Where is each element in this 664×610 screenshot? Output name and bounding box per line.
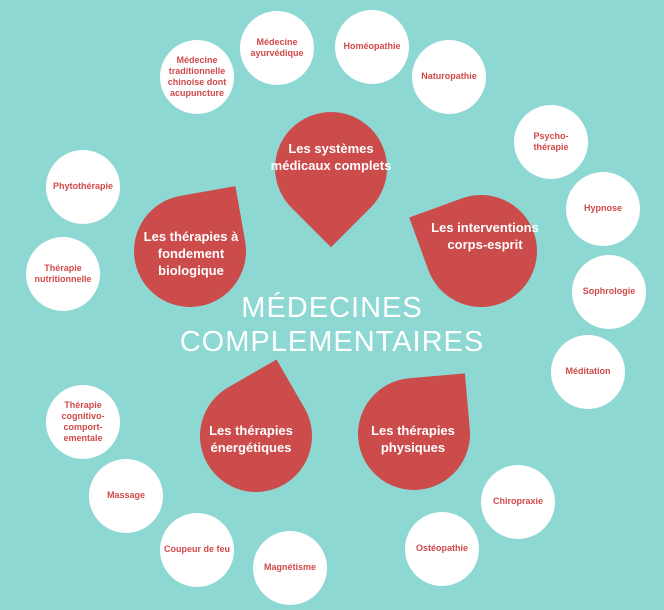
category-systemes: Les systèmes médicaux complets [270, 141, 392, 173]
practice-label: Phytothérapie [52, 181, 113, 192]
practice-label: Coupeur de feu [164, 544, 231, 555]
practice-circle: Hypnose [566, 172, 640, 246]
practice-label: Médecine ayurvédique [250, 36, 304, 58]
practice-circle: Magnétisme [253, 531, 327, 605]
practice-label: Sophrologie [582, 286, 636, 297]
practice-label: Hypnose [583, 203, 622, 214]
practice-circle: Thérapie nutritionnelle [26, 237, 100, 311]
practice-circle: Médecine traditionnelle chinoise dont ac… [160, 40, 234, 114]
practice-circle: Massage [89, 459, 163, 533]
practice-circle: Thérapie cognitivo-comport-ementale [46, 385, 120, 459]
practice-circle: Méditation [551, 335, 625, 409]
practice-label: Médecine traditionnelle chinoise dont ac… [167, 54, 227, 99]
practice-label: Massage [106, 490, 146, 501]
title-line-2: COMPLEMENTAIRES [179, 326, 485, 358]
practice-label: Magnétisme [263, 562, 316, 573]
practice-circle: Psycho-thérapie [514, 105, 588, 179]
practice-label: Thérapie nutritionnelle [34, 262, 92, 284]
practice-label: Ostéopathie [415, 543, 468, 554]
category-energetiques: Les thérapies énergétiques [209, 423, 293, 455]
practice-label: Méditation [565, 366, 611, 377]
practice-label: Homéopathie [343, 41, 401, 52]
practice-circle: Chiropraxie [481, 465, 555, 539]
practice-circle: Sophrologie [572, 255, 646, 329]
category-corps-esprit: Les interventions corps-esprit [431, 220, 539, 252]
practice-circle: Ostéopathie [405, 512, 479, 586]
practice-label: Psycho-thérapie [533, 130, 569, 152]
practice-circle: Phytothérapie [46, 150, 120, 224]
practice-label: Chiropraxie [492, 496, 543, 507]
practice-label: Thérapie cognitivo-comport-ementale [61, 399, 105, 444]
title-line-1: MÉDECINES [241, 292, 423, 324]
practice-label: Naturopathie [421, 71, 477, 82]
practice-circle: Médecine ayurvédique [240, 11, 314, 85]
category-biologique: Les thérapies à fondement biologique [143, 229, 239, 278]
category-physiques: Les thérapies physiques [371, 423, 455, 455]
practice-circle: Naturopathie [412, 40, 486, 114]
practice-circle: Coupeur de feu [160, 513, 234, 587]
practice-circle: Homéopathie [335, 10, 409, 84]
